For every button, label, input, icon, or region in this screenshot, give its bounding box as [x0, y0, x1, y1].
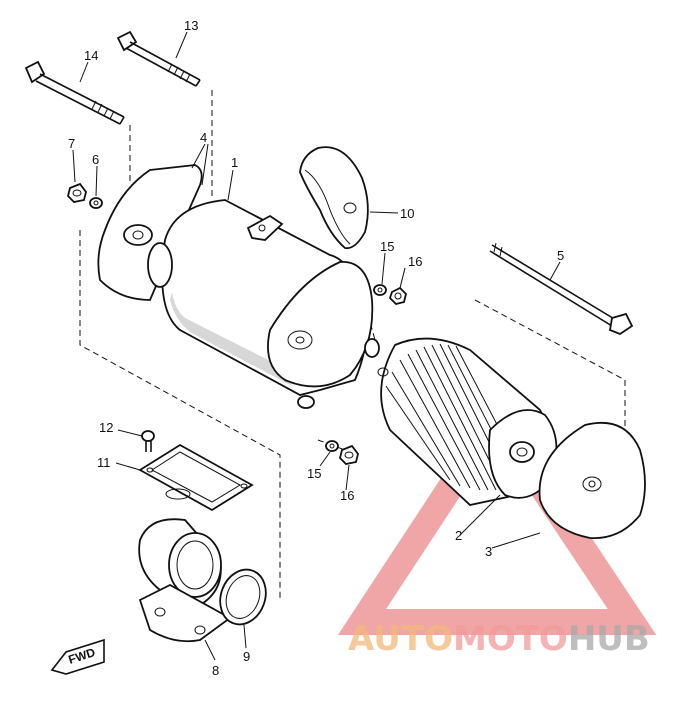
callout-5: 5 — [557, 248, 564, 263]
nut-16-upper — [388, 286, 407, 305]
silencer-core-2 — [377, 337, 558, 506]
callout-8: 8 — [212, 663, 219, 678]
callout-15-upper: 15 — [380, 239, 394, 254]
callout-9: 9 — [243, 649, 250, 664]
core-ribs — [385, 343, 527, 491]
washer-15-upper — [373, 284, 387, 296]
washer-15-lower — [325, 440, 339, 452]
callout-10: 10 — [400, 206, 414, 221]
watermark-part-moto: MOTO — [453, 619, 568, 659]
callout-11: 11 — [97, 455, 111, 470]
end-cap-3 — [538, 421, 646, 539]
callout-4: 4 — [200, 130, 207, 145]
watermark-part-hub: HUB — [568, 619, 650, 659]
callout-1: 1 — [231, 155, 238, 170]
callout-12: 12 — [99, 420, 113, 435]
callout-7: 7 — [68, 136, 75, 151]
callout-14: 14 — [84, 48, 98, 63]
nut-7 — [67, 182, 87, 203]
washer-6 — [89, 197, 103, 209]
callout-labels: 1 2 3 4 5 6 7 8 9 10 11 12 13 14 15 16 1… — [68, 18, 564, 678]
nut-16-lower — [339, 444, 359, 465]
bolt-13 — [116, 30, 201, 87]
gasket-plate-11 — [138, 443, 254, 512]
callout-15-lower: 15 — [307, 466, 321, 481]
callout-2: 2 — [455, 528, 462, 543]
exhaust-joint-8 — [138, 518, 232, 643]
watermark-logo-text: AUTOMOTOHUB — [348, 619, 650, 659]
bolt-12 — [141, 430, 155, 452]
bolt-14 — [24, 60, 125, 125]
gasket-ring-9 — [219, 568, 267, 626]
callout-16-lower: 16 — [340, 488, 354, 503]
muffler-body — [97, 164, 380, 409]
watermark-part-auto: AUTO — [348, 619, 453, 659]
bolt-5 — [489, 242, 634, 336]
watermark-text: AUTOMOTOHUB — [348, 619, 650, 659]
heat-shield-10 — [299, 146, 369, 250]
callout-6: 6 — [92, 152, 99, 167]
leader-lines — [72, 31, 561, 661]
callout-13: 13 — [184, 18, 198, 33]
callout-3: 3 — [485, 544, 492, 559]
callout-16-upper: 16 — [408, 254, 422, 269]
forward-direction-marker: FWD — [50, 638, 105, 675]
